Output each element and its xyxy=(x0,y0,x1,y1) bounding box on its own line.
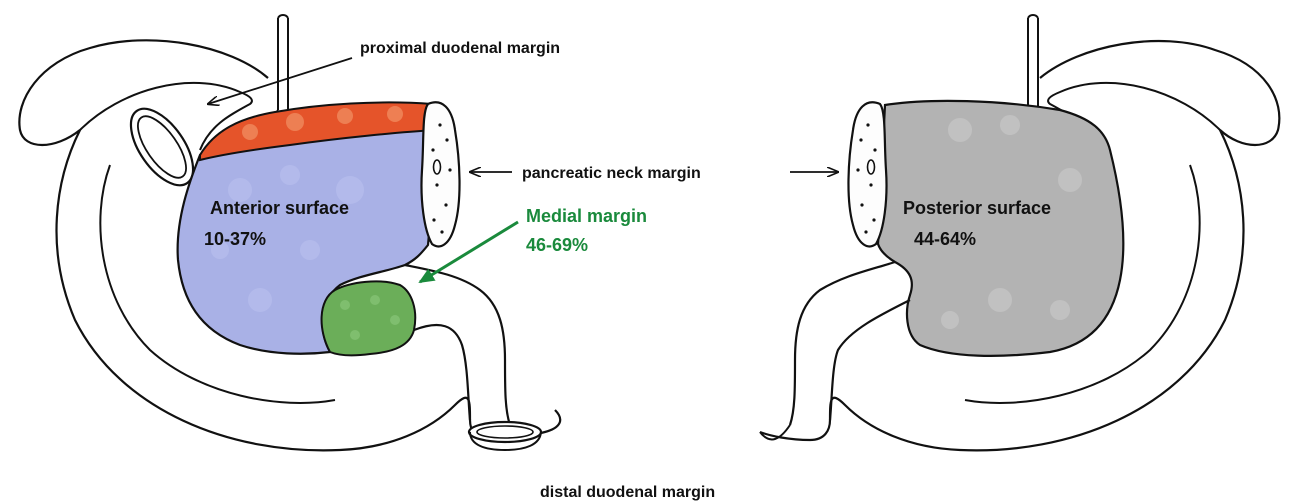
medial-margin-region xyxy=(322,281,416,355)
proximal-duodenal-margin-arrow xyxy=(208,58,352,104)
posterior-surface-title: Posterior surface xyxy=(903,198,1051,218)
anterior-view-specimen xyxy=(19,15,560,450)
posterior-distal-duodenum-tube xyxy=(790,262,910,425)
anterior-surface-range: 10-37% xyxy=(204,229,266,249)
medial-margin-range: 46-69% xyxy=(526,235,588,255)
anterior-surface-title: Anterior surface xyxy=(210,198,349,218)
posterior-view-specimen xyxy=(760,15,1279,450)
anterior-bile-duct xyxy=(278,15,288,115)
medial-margin-title: Medial margin xyxy=(526,206,647,226)
distal-duodenal-margin-label: distal duodenal margin xyxy=(540,484,715,501)
posterior-surface-range: 44-64% xyxy=(914,229,976,249)
distal-duodenal-ring xyxy=(469,422,541,442)
proximal-duodenal-margin-label: proximal duodenal margin xyxy=(360,40,560,57)
distal-duodenum-tube xyxy=(405,265,510,425)
pancreatic-neck-margin-label: pancreatic neck margin xyxy=(522,165,701,182)
posterior-bile-duct xyxy=(1028,15,1038,115)
